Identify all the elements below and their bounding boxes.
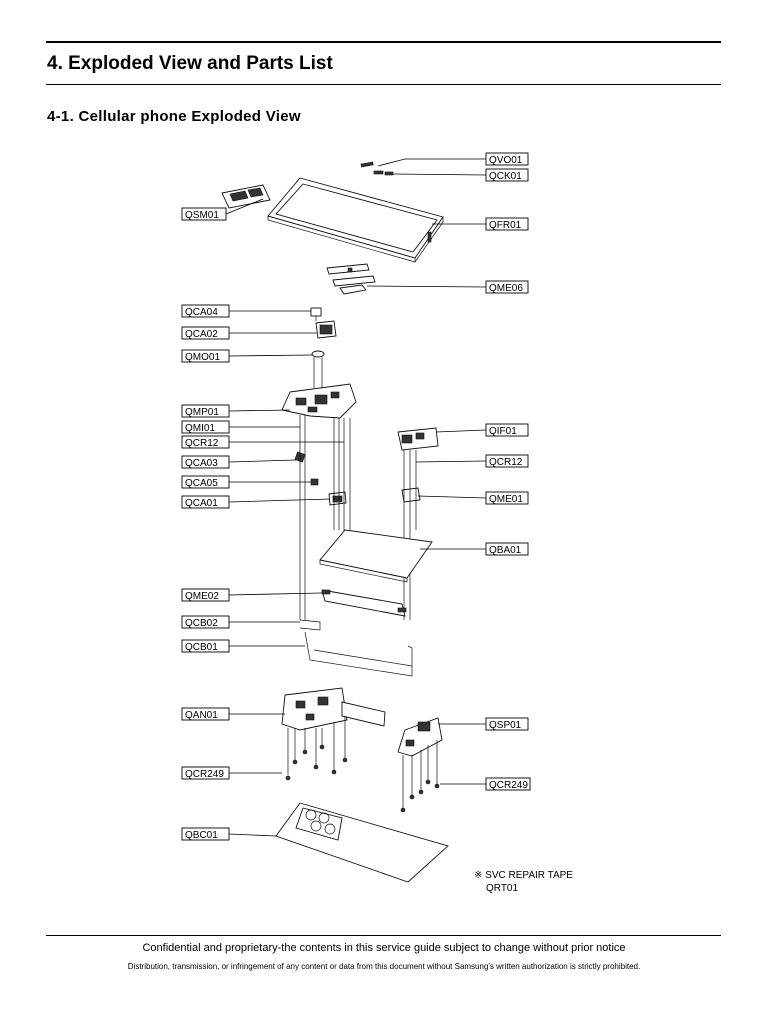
note-line1: SVC REPAIR TAPE: [485, 870, 573, 881]
callout-QIF01: QIF01: [485, 423, 529, 437]
callout-label: QME06: [489, 283, 523, 294]
callout-label: QMP01: [185, 407, 219, 418]
main-pcb: [281, 383, 357, 506]
front-display-assembly: [267, 177, 444, 263]
callout-QCA01: QCA01: [181, 495, 230, 509]
sub-pcb-interface: [397, 427, 439, 620]
battery: [319, 529, 433, 583]
callout-QME01: QME01: [485, 491, 529, 505]
callout-label: QAN01: [185, 710, 218, 721]
callout-label: QCK01: [489, 171, 522, 182]
callout-QCK01: QCK01: [485, 168, 529, 182]
flex-cable: [321, 589, 407, 617]
callout-QFR01: QFR01: [485, 217, 529, 231]
front-brackets: [326, 263, 376, 295]
callout-QMP01: QMP01: [181, 404, 230, 418]
antenna-frame: [281, 687, 386, 781]
callout-QBA01: QBA01: [485, 542, 529, 556]
callout-QCA04: QCA04: [181, 304, 230, 318]
callout-label: QCR12: [489, 457, 523, 468]
callout-label: QIF01: [489, 426, 517, 437]
antenna-screws: [285, 716, 348, 781]
callout-label: QCB02: [185, 618, 218, 629]
callout-QMO01: QMO01: [181, 349, 230, 363]
callout-QCB02: QCB02: [181, 615, 230, 629]
callout-QCR249-right: QCR249: [485, 777, 531, 791]
note-line2: QRT01: [486, 883, 519, 894]
callout-label: QME01: [489, 494, 523, 505]
page-title: 4. Exploded View and Parts List: [47, 53, 333, 74]
back-cover: [275, 802, 449, 883]
callout-label: QCA02: [185, 329, 218, 340]
left-guide-lines: [299, 415, 351, 620]
callout-label: QCA05: [185, 478, 218, 489]
callout-label: QFR01: [489, 220, 522, 231]
volume-key-part: [360, 161, 394, 176]
footer-distribution: Distribution, transmission, or infringem…: [127, 962, 641, 971]
callout-QME02: QME02: [181, 588, 230, 602]
callout-QCA05: QCA05: [181, 475, 230, 489]
callout-label: QCA04: [185, 307, 218, 318]
callout-QCA02: QCA02: [181, 326, 230, 340]
callout-label: QSP01: [489, 720, 522, 731]
footer-confidential: Confidential and proprietary-the content…: [142, 942, 626, 954]
cable-brackets: [299, 619, 413, 677]
camera-module-stack: [310, 307, 337, 388]
sim-tray: [221, 184, 271, 209]
callout-QSM01: QSM01: [181, 207, 227, 221]
leader-lines: [225, 158, 487, 837]
callout-label: QVO01: [489, 155, 523, 166]
repair-tape-note: ※ SVC REPAIR TAPE QRT01: [474, 869, 573, 895]
callout-label: QBC01: [185, 830, 218, 841]
note-symbol: ※: [474, 870, 483, 881]
callout-label: QCR249: [185, 769, 224, 780]
callout-QSP01: QSP01: [485, 717, 529, 731]
footer-rule: [46, 935, 721, 936]
callout-label: QCR12: [185, 438, 219, 449]
callout-QCA03: QCA03: [181, 455, 230, 469]
callout-label: QBA01: [489, 545, 522, 556]
callout-QME06: QME06: [485, 280, 529, 294]
callout-label: QCA01: [185, 498, 218, 509]
callout-QMI01: QMI01: [181, 420, 230, 434]
top-rule: [46, 41, 721, 43]
callout-QBC01: QBC01: [181, 827, 230, 841]
callout-label: QCR249: [489, 780, 528, 791]
callout-QCR249-left: QCR249: [181, 766, 230, 780]
callout-QCR12-right: QCR12: [485, 454, 529, 468]
callout-label: QCB01: [185, 642, 218, 653]
callout-label: QSM01: [185, 210, 219, 221]
callout-label: QME02: [185, 591, 219, 602]
callout-QVO01: QVO01: [485, 152, 529, 166]
callout-label: QMI01: [185, 423, 215, 434]
callout-QAN01: QAN01: [181, 707, 230, 721]
callout-label: QCA03: [185, 458, 218, 469]
speaker-module: [397, 717, 443, 813]
callout-QCB01: QCB01: [181, 639, 230, 653]
callout-QCR12-left: QCR12: [181, 435, 230, 449]
speaker-screws: [400, 740, 440, 813]
callout-label: QMO01: [185, 352, 220, 363]
section-title: 4-1. Cellular phone Exploded View: [47, 108, 301, 125]
title-rule: [46, 84, 721, 85]
